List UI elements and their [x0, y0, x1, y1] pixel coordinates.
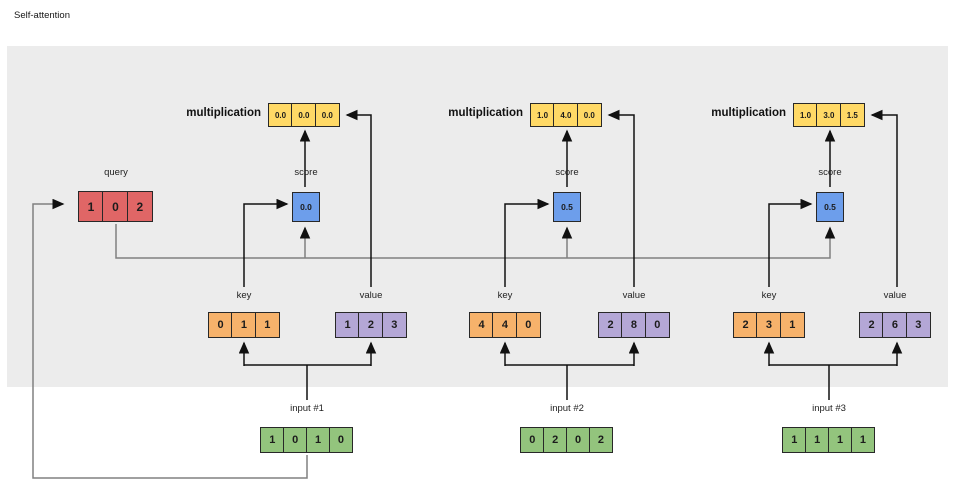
key-vector-3: 2 3 1	[733, 312, 805, 338]
input-cell: 0	[328, 427, 354, 453]
key3-to-score-arrow	[768, 198, 813, 287]
key-cell: 4	[492, 312, 518, 338]
score-cell: 0.0	[292, 192, 320, 222]
score-cell: 0.5	[816, 192, 844, 222]
value-cell: 2	[358, 312, 384, 338]
value3-to-mult-arrow	[870, 109, 898, 287]
multiplication-cell: 1.0	[530, 103, 555, 127]
value-vector-2: 2 8 0	[598, 312, 670, 338]
input-cell: 1	[804, 427, 830, 453]
input-vector-2: 0 2 0 2	[520, 427, 614, 453]
query-to-score3-line	[115, 224, 836, 259]
query-cell: 0	[102, 191, 129, 222]
query-flow-lines	[32, 198, 836, 479]
key2-to-score-arrow	[504, 198, 550, 287]
input-label-3: input #3	[812, 403, 846, 414]
multiplication-vector-1: 0.0 0.0 0.0	[268, 103, 340, 127]
key-label-2: key	[497, 290, 513, 301]
value-vector-1: 1 2 3	[335, 312, 407, 338]
score-label-3: score	[818, 167, 842, 178]
input-cell: 0	[565, 427, 591, 453]
multiplication-cell: 4.0	[553, 103, 579, 127]
input-label-2: input #2	[550, 403, 584, 414]
value2-to-mult-arrow	[607, 109, 635, 287]
input-cell: 2	[542, 427, 568, 453]
key-label-1: key	[236, 290, 252, 301]
key-cell: 3	[756, 312, 782, 338]
value-cell: 8	[621, 312, 647, 338]
multiplication-label-3: multiplication	[711, 107, 786, 119]
key-cell: 0	[208, 312, 233, 338]
score-box-1: 0.0	[292, 192, 320, 222]
query-cell: 1	[78, 191, 104, 222]
query-vector: 1 0 2	[78, 191, 153, 222]
value1-to-mult-arrow	[345, 109, 372, 287]
input-cell: 0	[282, 427, 308, 453]
multiplication-cell: 3.0	[816, 103, 842, 127]
multiplication-vector-2: 1.0 4.0 0.0	[530, 103, 602, 127]
key-vector-2: 4 4 0	[469, 312, 541, 338]
key-vector-1: 0 1 1	[208, 312, 280, 338]
input-cell: 1	[305, 427, 331, 453]
input-label-1: input #1	[290, 403, 324, 414]
key-cell: 4	[469, 312, 494, 338]
key-label-3: key	[761, 290, 777, 301]
multiplication-cell: 0.0	[268, 103, 293, 127]
score-cell: 0.5	[553, 192, 581, 222]
attention-flow-lines	[238, 109, 903, 400]
diagram-title: Self-attention	[14, 10, 70, 21]
key-cell: 2	[733, 312, 758, 338]
query-cell: 2	[126, 191, 153, 222]
value-cell: 6	[882, 312, 908, 338]
score-label-1: score	[294, 167, 318, 178]
value-label-2: value	[622, 290, 646, 301]
input-cell: 1	[827, 427, 853, 453]
input1-to-query-arrow	[32, 198, 308, 479]
score-label-2: score	[555, 167, 579, 178]
value-cell: 3	[381, 312, 407, 338]
multiplication-cell: 1.5	[839, 103, 865, 127]
score-box-3: 0.5	[816, 192, 844, 222]
key-cell: 1	[231, 312, 257, 338]
multiplication-cell: 0.0	[576, 103, 602, 127]
key1-to-score-arrow	[243, 198, 289, 287]
query-label: query	[104, 167, 128, 178]
multiplication-cell: 0.0	[314, 103, 340, 127]
value-label-3: value	[883, 290, 907, 301]
key-cell: 0	[515, 312, 541, 338]
value-cell: 1	[335, 312, 360, 338]
score-box-2: 0.5	[553, 192, 581, 222]
key-cell: 1	[254, 312, 280, 338]
value-vector-3: 2 6 3	[859, 312, 931, 338]
input-cell: 0	[520, 427, 545, 453]
multiplication-cell: 1.0	[793, 103, 818, 127]
multiplication-vector-3: 1.0 3.0 1.5	[793, 103, 865, 127]
multiplication-label-1: multiplication	[186, 107, 261, 119]
input-cell: 1	[850, 427, 876, 453]
input-cell: 2	[588, 427, 614, 453]
value-cell: 3	[905, 312, 931, 338]
input-cell: 1	[260, 427, 285, 453]
multiplication-label-2: multiplication	[448, 107, 523, 119]
key-cell: 1	[779, 312, 805, 338]
value-cell: 2	[598, 312, 623, 338]
value-label-1: value	[359, 290, 383, 301]
input-vector-3: 1 1 1 1	[782, 427, 876, 453]
input-vector-1: 1 0 1 0	[260, 427, 354, 453]
multiplication-cell: 0.0	[291, 103, 317, 127]
input-cell: 1	[782, 427, 807, 453]
value-cell: 0	[644, 312, 670, 338]
value-cell: 2	[859, 312, 884, 338]
